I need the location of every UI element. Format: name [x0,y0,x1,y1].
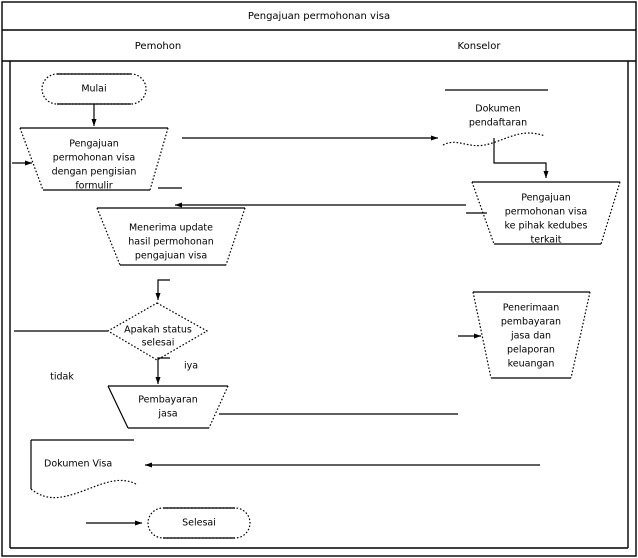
node-pengajuan-formulir-line-3: dengan pengisian [52,167,137,178]
lane-header-pemohon: Pemohon [135,41,181,52]
node-pengajuan-formulir-line-2: permohonan visa [53,153,135,164]
node-dokumen-visa[interactable]: Dokumen Visa [30,439,137,499]
node-penerimaan-pembayaran-line-5: keuangan [508,359,555,370]
node-selesai-label: Selesai [182,518,216,529]
edge-dokumen-pendaftaran-to-pengajuan-kedubes [493,138,549,179]
edge-decision-iya-to-pembayaran-jasa [155,357,170,385]
edge-menerima-update-to-decision [155,279,170,301]
edge-label-tidak: tidak [50,372,74,383]
node-dokumen-pendaftaran-line-1: Dokumen [475,104,520,115]
lane-header-konselor: Konselor [458,41,502,52]
node-pembayaran-jasa[interactable]: Pembayaran jasa [107,385,229,429]
node-pengajuan-kedubes-line-3: ke pihak kedubes [505,221,588,232]
node-penerimaan-pembayaran-line-3: jasa dan [510,331,551,342]
edge-label-iya: iya [184,361,198,372]
node-pengajuan-kedubes-line-1: Pengajuan [521,193,571,204]
node-penerimaan-pembayaran-line-1: Penerimaan [503,303,560,314]
node-mulai[interactable]: Mulai [41,73,147,105]
node-selesai[interactable]: Selesai [147,507,251,539]
connectors [12,104,549,526]
node-penerimaan-pembayaran[interactable]: Penerimaan pembayaran jasa dan pelaporan… [472,291,591,379]
node-penerimaan-pembayaran-line-2: pembayaran [501,317,561,328]
node-mulai-label: Mulai [81,84,106,95]
node-apakah-status-selesai[interactable]: Apakah status selesai [106,302,209,361]
node-dokumen-visa-label: Dokumen Visa [44,459,112,470]
node-pembayaran-jasa-line-2: jasa [157,409,177,420]
node-pengajuan-kedubes[interactable]: Pengajuan permohonan visa ke pihak kedub… [471,181,621,246]
node-pengajuan-kedubes-line-4: terkait [531,235,562,246]
node-apakah-status-selesai-line-1: Apakah status [124,325,192,336]
node-pembayaran-jasa-line-1: Pembayaran [138,395,198,406]
node-pengajuan-kedubes-line-2: permohonan visa [505,207,587,218]
node-dokumen-pendaftaran[interactable]: Dokumen pendaftaran [442,89,548,147]
node-menerima-update-line-1: Menerima update [129,223,213,234]
node-dokumen-pendaftaran-line-2: pendaftaran [469,118,527,129]
node-menerima-update-line-3: pengajuan visa [135,251,207,262]
node-pengajuan-formulir[interactable]: Pengajuan permohonan visa dengan pengisi… [19,127,169,192]
node-pengajuan-formulir-line-4: formulir [75,181,112,192]
node-pengajuan-formulir-line-1: Pengajuan [69,139,119,150]
node-apakah-status-selesai-line-2: selesai [142,338,175,349]
node-menerima-update[interactable]: Menerima update hasil permohonan pengaju… [96,207,246,266]
node-menerima-update-line-2: hasil permohonan [128,237,213,248]
node-penerimaan-pembayaran-line-4: pelaporan [507,345,555,356]
diagram-title: Pengajuan permohonan visa [248,11,390,22]
